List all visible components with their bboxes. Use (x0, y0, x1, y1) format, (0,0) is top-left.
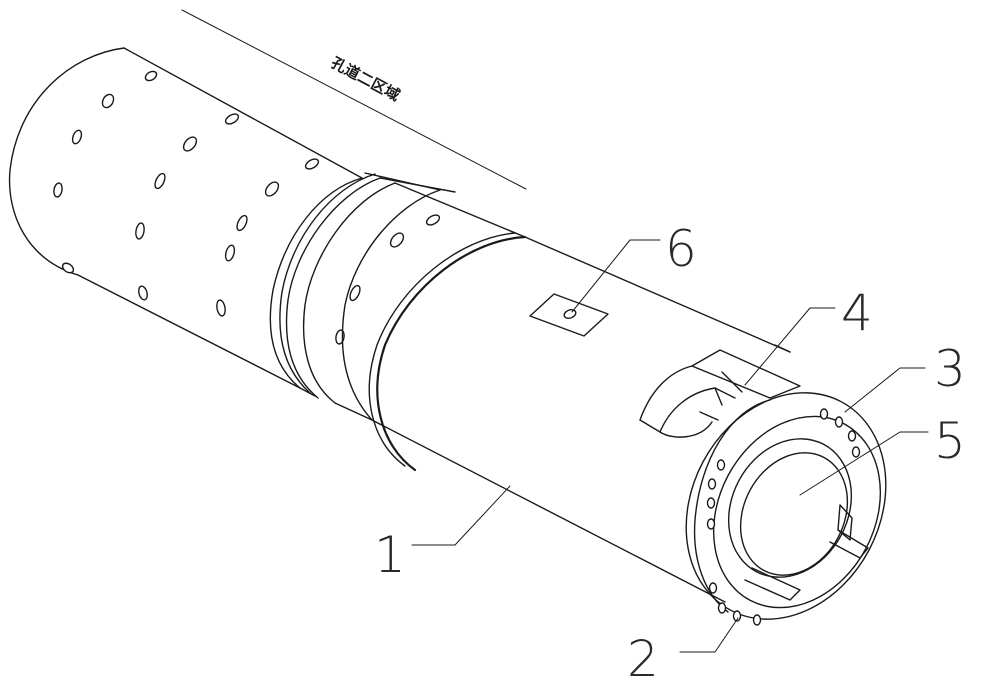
label-2: 2 (627, 630, 659, 686)
zone-label: 孔道二区域 (328, 54, 403, 105)
top-slot (640, 350, 800, 437)
end-flange (648, 358, 925, 655)
square-plate (530, 294, 608, 336)
main-body (369, 233, 790, 602)
label-5: 5 (934, 412, 966, 470)
middle-collar (287, 178, 525, 420)
label-1: 1 (374, 526, 406, 584)
sleeve-holes (53, 70, 441, 345)
zone-dimension (182, 10, 526, 189)
label-3: 3 (934, 340, 966, 398)
label-4: 4 (841, 284, 873, 342)
leader-4 (745, 308, 835, 385)
sleeve-left-end (10, 48, 124, 275)
leader-3 (845, 368, 925, 412)
perforated-sleeve (10, 48, 440, 396)
leader-2 (680, 618, 738, 652)
label-6: 6 (665, 220, 697, 278)
leader-1 (412, 486, 510, 545)
body-seam (377, 237, 525, 470)
flange-outer (648, 358, 925, 655)
